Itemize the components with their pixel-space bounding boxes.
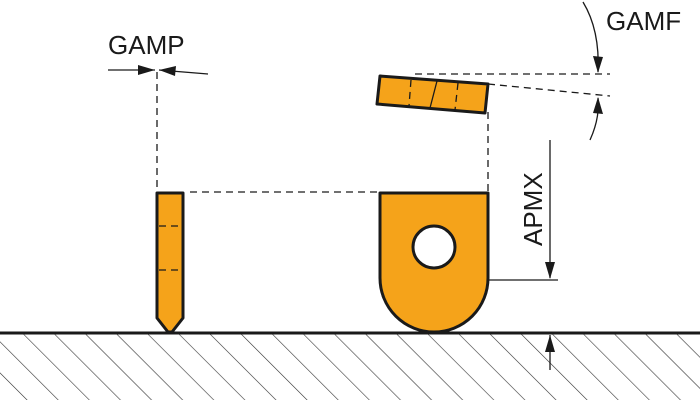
gamf-arrowhead-lower bbox=[593, 97, 603, 114]
gamp-arrowhead-left bbox=[138, 65, 155, 75]
apmx-arrowhead-upper bbox=[545, 262, 555, 279]
gamf-label: GAMF bbox=[606, 6, 681, 36]
gamp-dimension: GAMP bbox=[108, 30, 209, 192]
gamf-angled-line bbox=[487, 83, 611, 97]
ground-hatch-fill bbox=[0, 333, 700, 400]
gamp-label: GAMP bbox=[108, 30, 185, 60]
insert-side-view bbox=[155, 191, 185, 334]
insert-mounting-hole bbox=[411, 224, 457, 270]
insert-top-center-line bbox=[429, 80, 438, 109]
insert-top-view bbox=[375, 74, 490, 115]
insert-top-body bbox=[375, 74, 490, 115]
gamf-arrowhead-upper bbox=[593, 56, 603, 73]
insert-front-view bbox=[378, 112, 490, 334]
apmx-arrowhead-lower bbox=[545, 335, 555, 352]
insert-side-body bbox=[155, 191, 185, 334]
ground bbox=[0, 331, 700, 400]
gamf-dimension: GAMF bbox=[415, 1, 681, 141]
insert-top-hidden-line-1 bbox=[408, 79, 412, 107]
apmx-label: APMX bbox=[518, 172, 548, 246]
insert-top-hidden-line-2 bbox=[454, 82, 459, 111]
gamp-arrowhead-right bbox=[159, 66, 176, 76]
apmx-dimension: APMX bbox=[488, 140, 558, 370]
